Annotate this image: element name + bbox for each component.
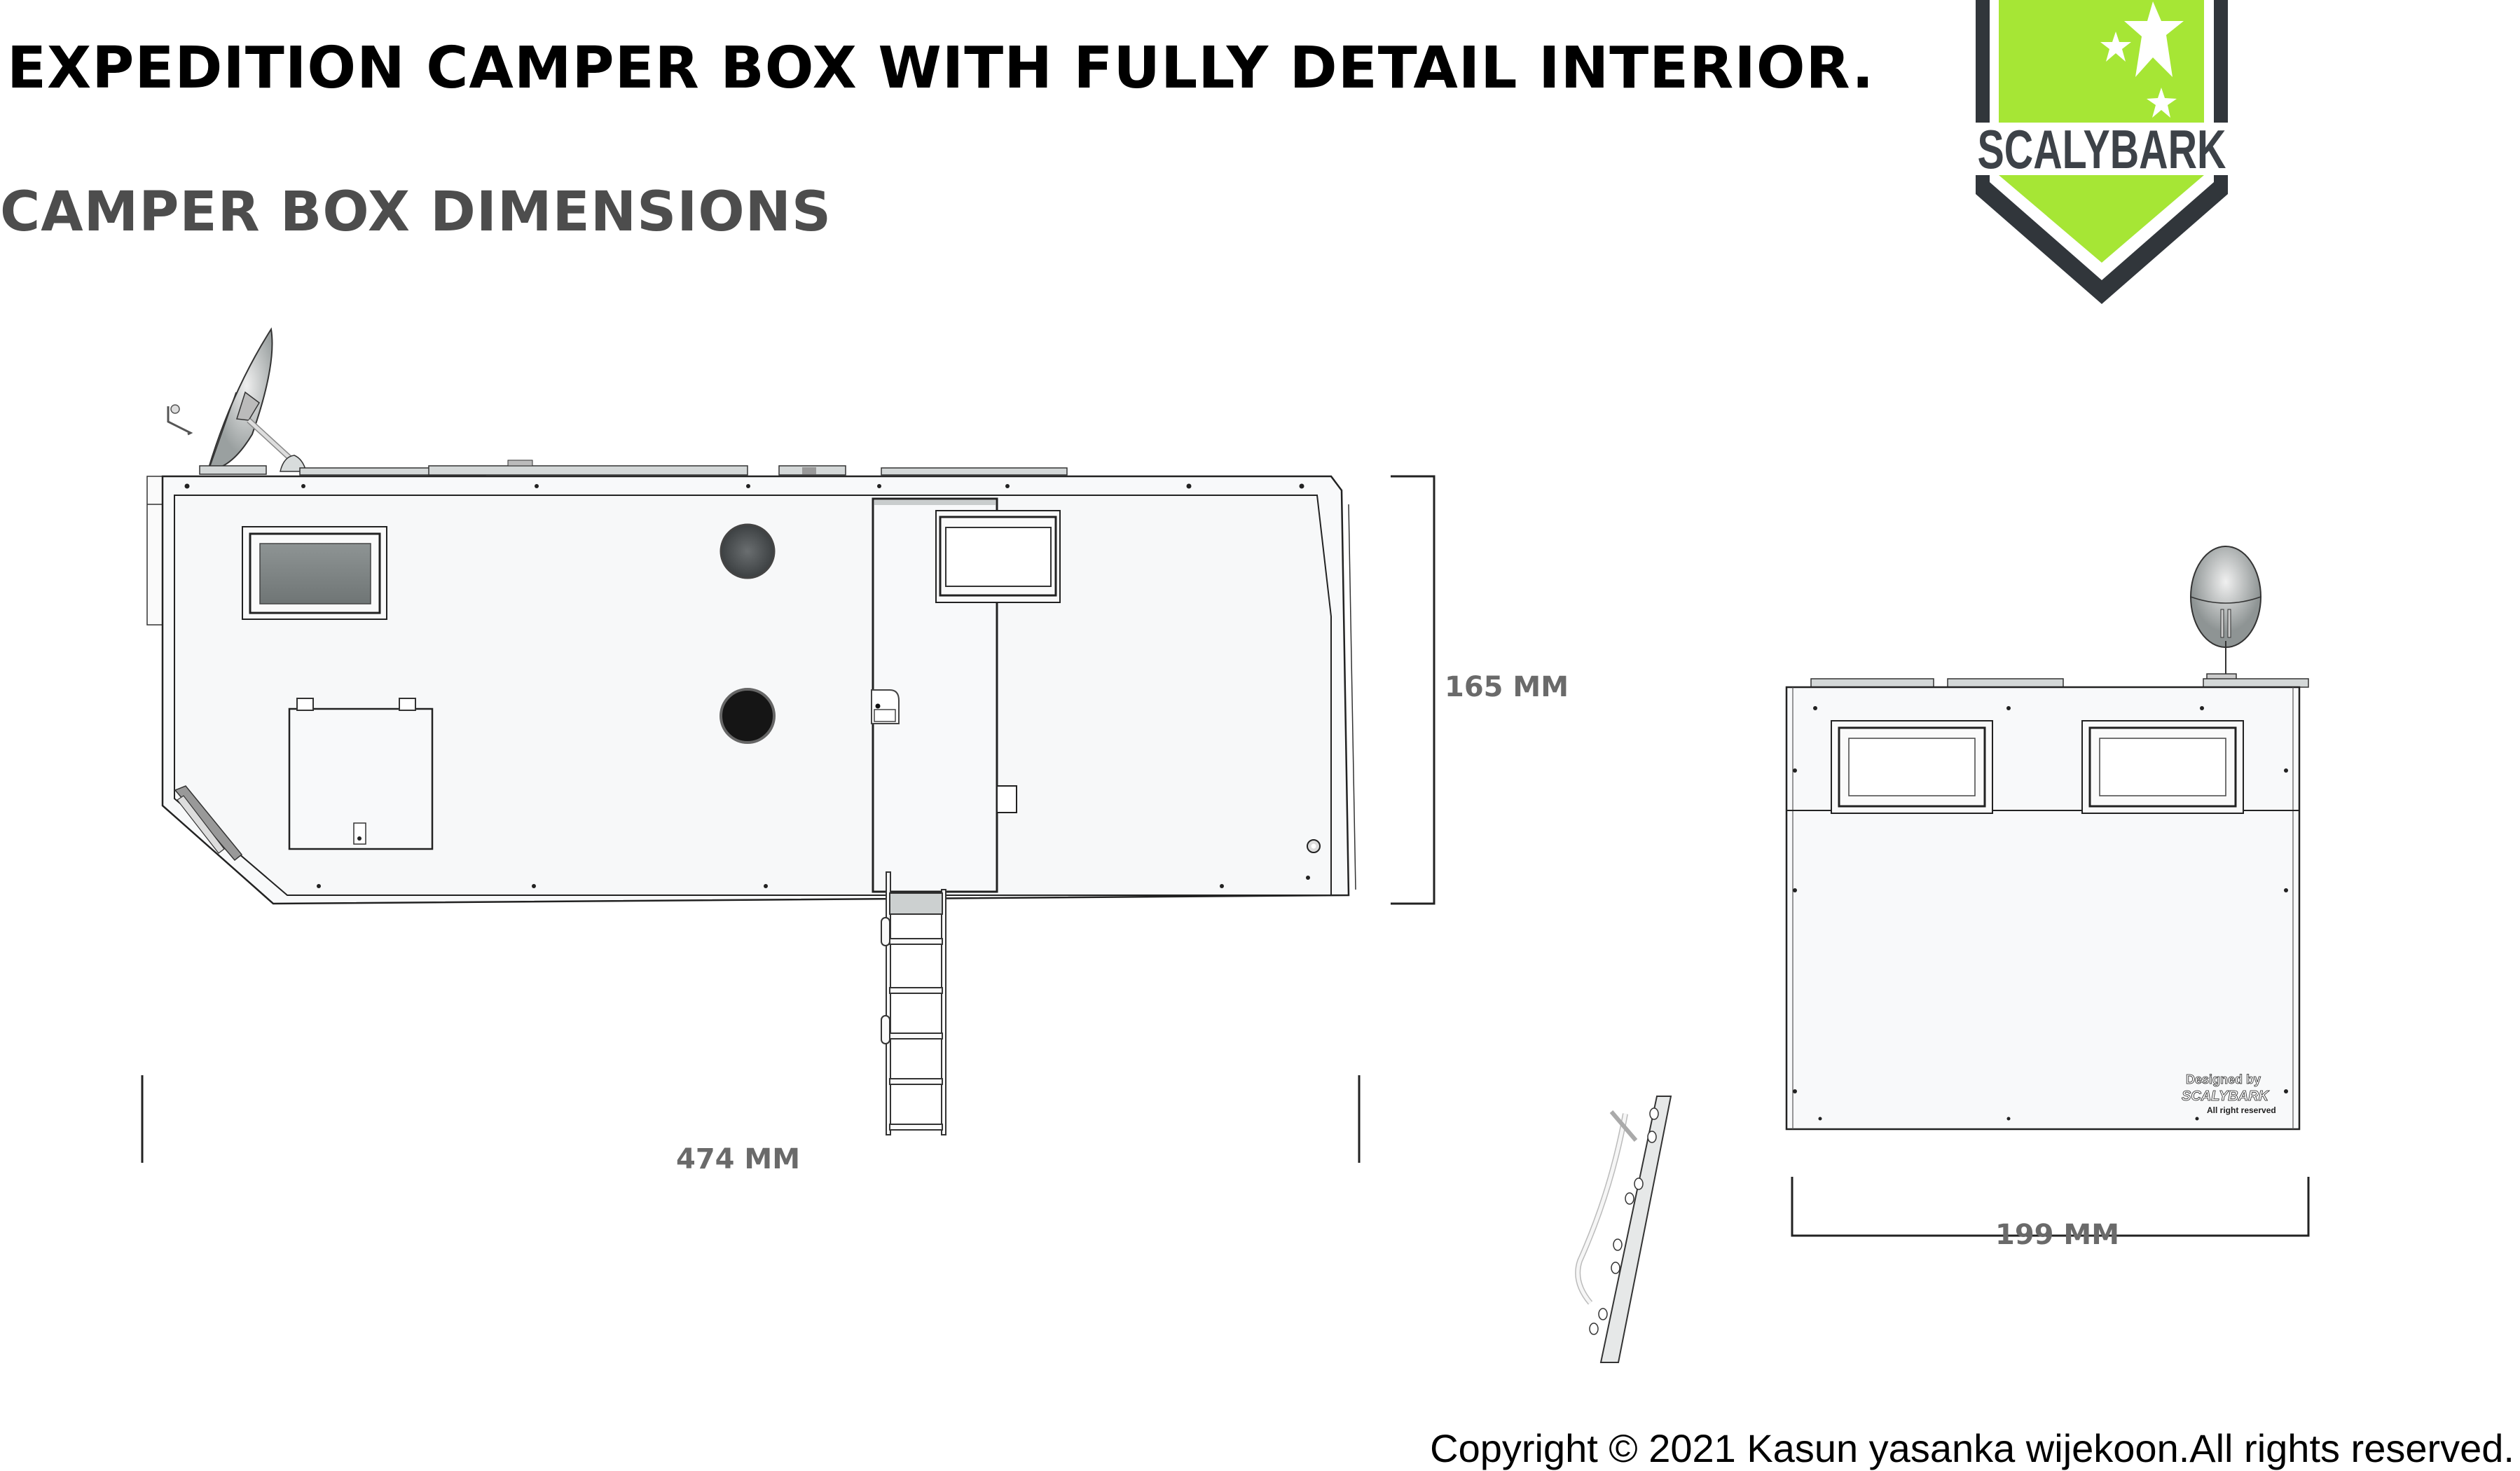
front-window bbox=[242, 526, 387, 620]
plate-brand: SCALYBARK bbox=[2182, 1089, 2270, 1104]
star-cluster-shield-icon: SCALYBARK bbox=[1976, 0, 2228, 304]
roof-rail bbox=[881, 467, 1068, 476]
width-dimension-line bbox=[1791, 1177, 2310, 1237]
width-dimension-label: 199 MM bbox=[1995, 1219, 2120, 1251]
height-dimension-label: 165 MM bbox=[1445, 671, 1569, 703]
satellite-dish-icon bbox=[167, 327, 307, 475]
roof-rail bbox=[428, 465, 748, 476]
logo-brand-text: SCALYBARK bbox=[1978, 118, 2226, 180]
rear-window bbox=[935, 510, 1061, 603]
porthole-upper bbox=[719, 523, 776, 579]
side-ladder bbox=[881, 871, 946, 1135]
rear-ladder bbox=[1575, 1096, 1672, 1363]
porthole-lower bbox=[719, 688, 776, 744]
camper-side-elevation bbox=[141, 327, 1435, 1182]
rear-view-drawing: Designed by SCALYBARK All right reserved bbox=[1569, 539, 2347, 1380]
plate-rights: All right reserved bbox=[2207, 1105, 2276, 1115]
copyright-notice: Copyright © 2021 Kasun yasanka wijekoon.… bbox=[1430, 1426, 2514, 1470]
camper-rear-elevation: Designed by SCALYBARK All right reserved bbox=[1575, 546, 2310, 1363]
side-view-drawing bbox=[105, 308, 1471, 1182]
rear-window-left bbox=[1831, 720, 1993, 814]
plate-designed-by: Designed by bbox=[2186, 1072, 2261, 1086]
length-dimension-label: 474 MM bbox=[676, 1143, 801, 1175]
section-title: CAMPER BOX DIMENSIONS bbox=[0, 181, 832, 244]
storage-hatch bbox=[288, 698, 434, 850]
page-title: EXPEDITION CAMPER BOX WITH FULLY DETAIL … bbox=[7, 35, 1875, 102]
rear-window-right bbox=[2081, 720, 2244, 814]
scalybark-logo: SCALYBARK bbox=[1972, 0, 2231, 308]
height-dimension-line bbox=[1391, 475, 1435, 905]
satellite-dish-icon bbox=[2190, 546, 2261, 682]
